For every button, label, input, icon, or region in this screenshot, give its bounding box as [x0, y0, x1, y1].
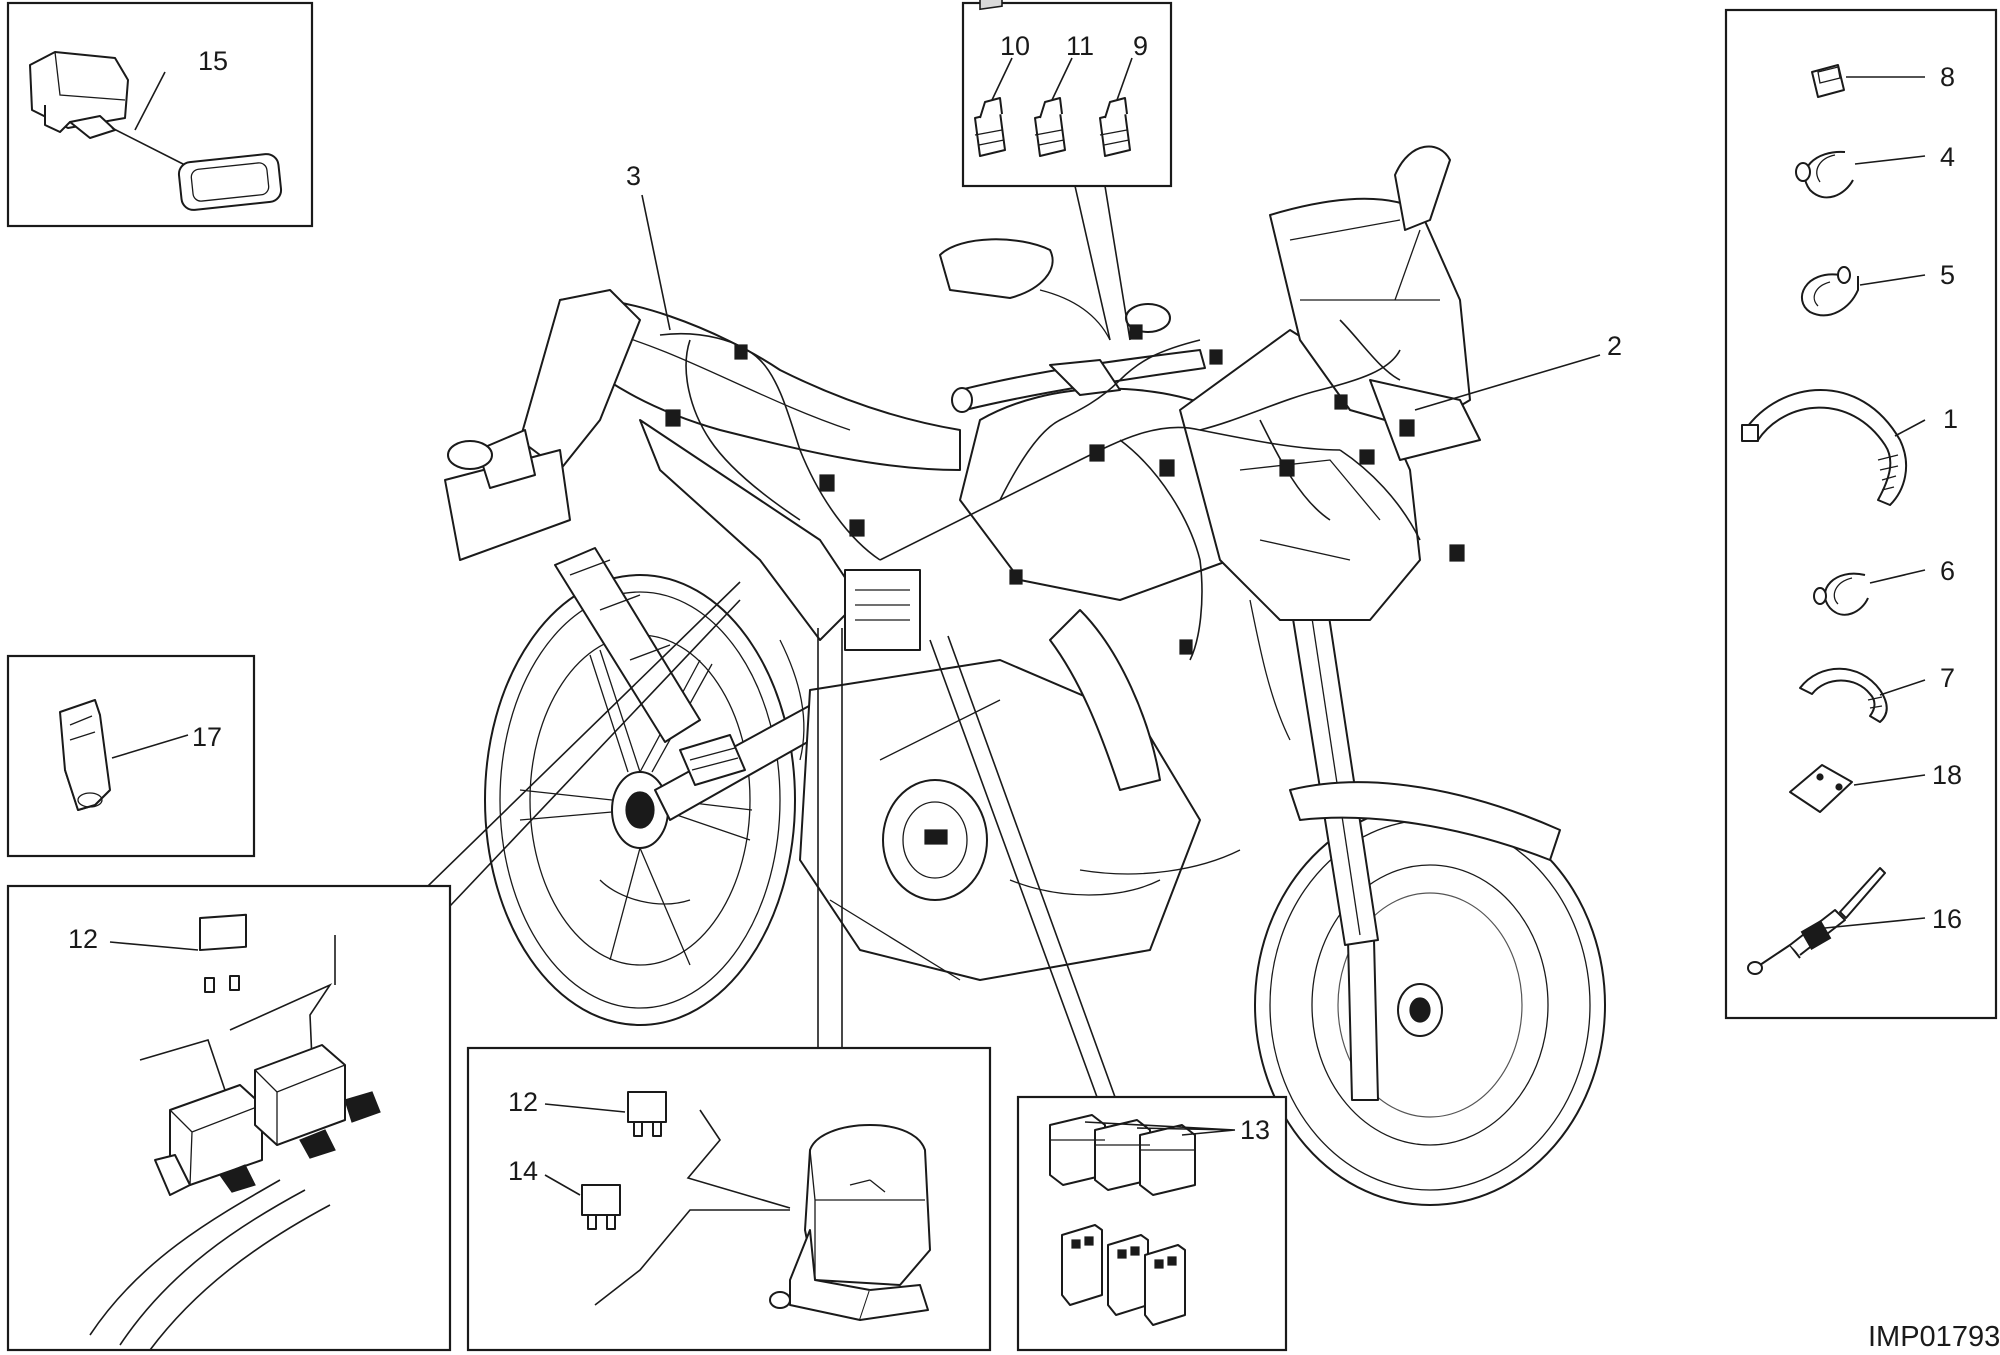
wiring-harness: [659, 319, 1421, 661]
callout-13: 13: [1240, 1115, 1270, 1145]
callout-3: 3: [626, 161, 641, 191]
callout-1: 1: [1943, 404, 1958, 434]
blade-fuse-12a: [199, 913, 247, 993]
box-parts-9-10-11: 10 11 9: [961, 0, 1173, 341]
callout-16: 16: [1932, 904, 1962, 934]
callout-10: 10: [1000, 31, 1030, 61]
drawing-code: IMP01793: [1868, 1321, 2000, 1353]
relay-left: [154, 1084, 263, 1196]
box-relays-13: 13: [929, 635, 1288, 1352]
relay-block-13: [1049, 1114, 1196, 1196]
box-relays-12: 12: [6, 581, 741, 1352]
motorcycle-illustration: [444, 145, 1606, 1206]
blade-fuse-14: [581, 1184, 621, 1230]
callout-6: 6: [1940, 556, 1955, 586]
box-part-15: 15: [6, 1, 314, 228]
seat: [559, 297, 961, 471]
leader-15: [134, 71, 166, 131]
callout-12-left: 12: [68, 924, 98, 954]
fuse-socket-11: [1034, 111, 1066, 157]
loop-clip-part-4: [1795, 150, 1854, 199]
main-fuse-box: [769, 1124, 931, 1321]
pad-part-18: [1789, 764, 1853, 813]
cable-tie-part-16: [1747, 867, 1886, 975]
clip-part-8: [1811, 64, 1845, 98]
engine-block: [799, 659, 1201, 981]
callout-15: 15: [198, 46, 228, 76]
callout-18: 18: [1932, 760, 1962, 790]
box-fusebox-12-14: 12 14: [466, 628, 992, 1352]
leader-3: [641, 194, 671, 331]
callout-4: 4: [1940, 142, 1955, 172]
callout-17: 17: [192, 722, 222, 752]
callout-12-middle: 12: [508, 1087, 538, 1117]
electrical-box: [844, 569, 921, 651]
relay-right: [254, 1044, 381, 1159]
callout-14: 14: [508, 1156, 538, 1186]
blade-fuse-12b: [627, 1091, 667, 1137]
callout-7: 7: [1940, 663, 1955, 693]
callout-8: 8: [1940, 62, 1955, 92]
fuse-socket-9: [1099, 111, 1131, 157]
box-part-17: 17: [6, 654, 256, 858]
strap-part-1: [1741, 389, 1908, 506]
callout-11: 11: [1066, 31, 1094, 61]
harness-connectors: [665, 324, 1465, 655]
relay-sockets-13: [1061, 1224, 1186, 1326]
small-strap-part-7: [1799, 667, 1888, 723]
leader-2: [1414, 354, 1601, 411]
callout-9: 9: [1133, 31, 1148, 61]
clamp-part-6: [1813, 572, 1869, 616]
box-clips-and-ties: 8 4 5 1 6: [1724, 8, 1998, 1020]
callout-2: 2: [1607, 331, 1622, 361]
exhaust-silencer: [554, 547, 701, 743]
p-clip-part-5: [1800, 266, 1859, 317]
callout-5: 5: [1940, 260, 1955, 290]
front-wheel: [1254, 804, 1606, 1206]
